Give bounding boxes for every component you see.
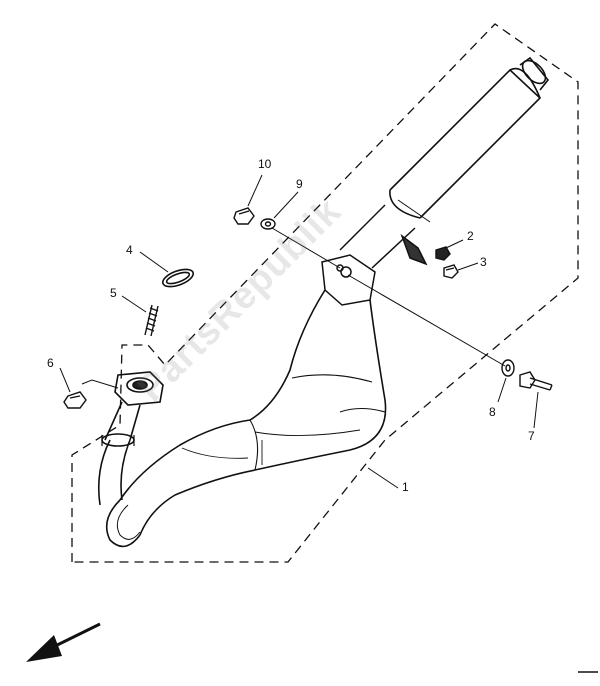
assembly-boundary	[71, 23, 579, 563]
callout-1: 1	[402, 480, 409, 494]
alignment-lines	[271, 227, 506, 367]
muffler-nut	[435, 246, 451, 261]
callout-6: 6	[47, 356, 54, 370]
callout-7: 7	[528, 429, 535, 443]
callout-10: 10	[258, 157, 272, 171]
muffler-bolt	[443, 264, 459, 279]
callout-2: 2	[467, 229, 474, 243]
gasket	[161, 268, 195, 288]
callout-8: 8	[489, 405, 496, 419]
front-direction-arrow-icon	[26, 622, 101, 662]
callout-4: 4	[126, 243, 133, 257]
exhaust-flange	[114, 371, 164, 406]
leader-lines	[59, 174, 539, 489]
callout-3: 3	[480, 255, 487, 269]
bracket-bolt	[519, 371, 553, 391]
flange-nut	[63, 391, 87, 409]
stud-bolt	[144, 304, 159, 337]
muffler	[389, 56, 550, 223]
callout-5: 5	[110, 286, 117, 300]
bracket-nut	[233, 207, 255, 225]
washer-8	[501, 359, 515, 377]
tailpipe-joint	[339, 204, 428, 269]
callout-9: 9	[296, 177, 303, 191]
expansion-chamber	[119, 289, 387, 536]
washer-9	[260, 218, 276, 230]
header-pipe	[97, 401, 141, 548]
